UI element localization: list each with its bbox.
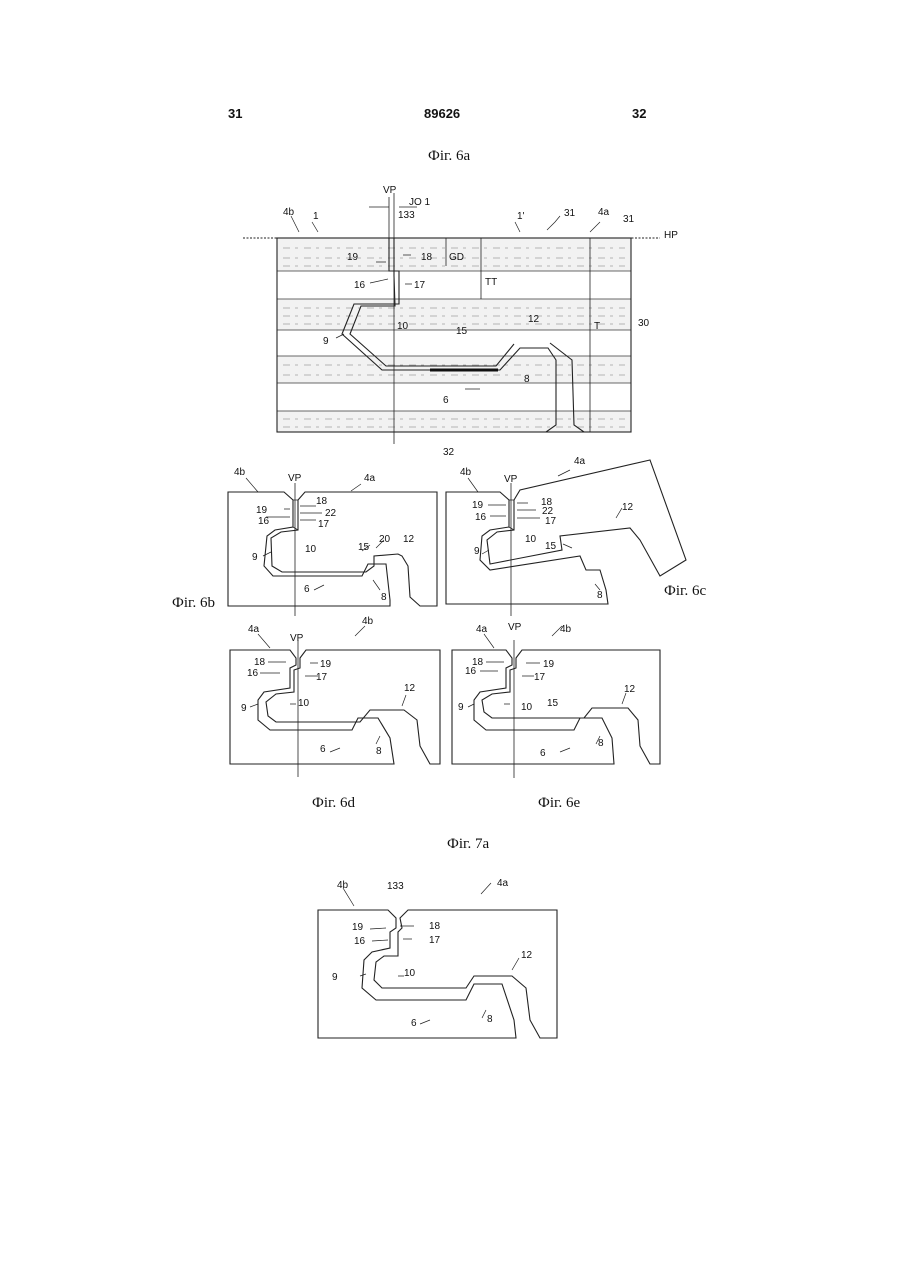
- label-t: T: [594, 321, 600, 332]
- wood-layer-4: [277, 411, 631, 432]
- label-4a: 4a: [248, 624, 260, 635]
- label-vp: VP: [383, 185, 397, 196]
- label-1-prime: 1': [517, 211, 525, 222]
- figure-6b: 4b VP 4a 19 18 22 16 17 10 9 15 20 12 6 …: [228, 467, 437, 616]
- label-6: 6: [443, 395, 449, 406]
- label-32: 32: [443, 447, 455, 458]
- label-1: 1: [313, 211, 319, 222]
- label-tt: TT: [485, 277, 497, 288]
- label-vp: VP: [508, 622, 522, 633]
- label-17: 17: [429, 935, 441, 946]
- label-16: 16: [475, 512, 487, 523]
- label-vp: VP: [288, 473, 302, 484]
- label-22: 22: [325, 508, 337, 519]
- label-18: 18: [316, 496, 328, 507]
- label-9: 9: [252, 552, 258, 563]
- label-19: 19: [352, 922, 364, 933]
- panel-4a-outline: [374, 910, 557, 1038]
- label-6: 6: [320, 744, 326, 755]
- label-20: 20: [379, 534, 391, 545]
- label-12: 12: [404, 683, 416, 694]
- label-4a: 4a: [574, 456, 586, 467]
- label-17: 17: [414, 280, 426, 291]
- label-10: 10: [305, 544, 317, 555]
- label-4b: 4b: [234, 467, 246, 478]
- figure-6c: 4b VP 4a 19 18 22 16 17 12 10 9 15 8: [446, 456, 686, 616]
- label-12: 12: [622, 502, 634, 513]
- label-4b: 4b: [460, 467, 472, 478]
- label-10: 10: [525, 534, 537, 545]
- label-19: 19: [320, 659, 332, 670]
- label-16: 16: [354, 936, 366, 947]
- label-31: 31: [564, 208, 576, 219]
- label-4a: 4a: [476, 624, 488, 635]
- label-4a: 4a: [598, 207, 610, 218]
- label-17: 17: [534, 672, 546, 683]
- figure-6e: 4a VP 4b 18 19 16 17 12 9 10 15 8 6: [452, 622, 660, 778]
- label-15: 15: [456, 326, 468, 337]
- label-30: 30: [638, 318, 650, 329]
- label-18: 18: [421, 252, 433, 263]
- label-12: 12: [403, 534, 415, 545]
- figure-6a: VP JO 1 133 4b 1 1' 31 4a 31 HP 19 18 GD…: [243, 185, 678, 458]
- label-15: 15: [358, 542, 370, 553]
- label-8: 8: [598, 738, 604, 749]
- label-17: 17: [545, 516, 557, 527]
- label-9: 9: [332, 972, 338, 983]
- label-4a: 4a: [497, 878, 509, 889]
- label-12: 12: [528, 314, 540, 325]
- label-4b: 4b: [560, 624, 572, 635]
- label-9: 9: [323, 336, 329, 347]
- label-8: 8: [524, 374, 530, 385]
- label-15: 15: [545, 541, 557, 552]
- label-19: 19: [543, 659, 555, 670]
- label-jo1: JO 1: [409, 197, 431, 208]
- panel-4a-outline: [271, 492, 437, 606]
- label-17: 17: [316, 672, 328, 683]
- label-9: 9: [474, 546, 480, 557]
- label-8: 8: [597, 590, 603, 601]
- label-10: 10: [298, 698, 310, 709]
- label-17: 17: [318, 519, 330, 530]
- label-16: 16: [354, 280, 366, 291]
- label-4b: 4b: [337, 880, 349, 891]
- label-4a: 4a: [364, 473, 376, 484]
- label-6: 6: [540, 748, 546, 759]
- label-18: 18: [429, 921, 441, 932]
- label-gd: GD: [449, 252, 464, 263]
- label-19: 19: [256, 505, 268, 516]
- wood-layer-2: [277, 299, 631, 330]
- label-10: 10: [397, 321, 409, 332]
- label-9: 9: [458, 702, 464, 713]
- label-19: 19: [472, 500, 484, 511]
- label-6: 6: [304, 584, 310, 595]
- label-133: 133: [387, 881, 404, 892]
- label-16: 16: [258, 516, 270, 527]
- label-4b: 4b: [283, 207, 295, 218]
- panel-4b-outline: [446, 492, 608, 604]
- label-31-b: 31: [623, 214, 635, 225]
- label-16: 16: [247, 668, 259, 679]
- label-8: 8: [487, 1014, 493, 1025]
- label-19: 19: [347, 252, 359, 263]
- label-8: 8: [381, 592, 387, 603]
- label-vp: VP: [504, 474, 518, 485]
- label-10: 10: [404, 968, 416, 979]
- label-10: 10: [521, 702, 533, 713]
- label-hp: HP: [664, 230, 678, 241]
- figure-6d: 4a VP 4b 18 19 16 17 12 9 10 6 8: [230, 616, 440, 777]
- label-12: 12: [521, 950, 533, 961]
- label-vp: VP: [290, 633, 304, 644]
- label-133: 133: [398, 210, 415, 221]
- label-8: 8: [376, 746, 382, 757]
- label-12: 12: [624, 684, 636, 695]
- label-16: 16: [465, 666, 477, 677]
- label-18: 18: [254, 657, 266, 668]
- figure-7a: 4b 133 4a 19 18 16 17 12 9 10 6 8: [318, 878, 557, 1038]
- label-4b: 4b: [362, 616, 374, 627]
- label-15: 15: [547, 698, 559, 709]
- label-6: 6: [411, 1018, 417, 1029]
- label-9: 9: [241, 703, 247, 714]
